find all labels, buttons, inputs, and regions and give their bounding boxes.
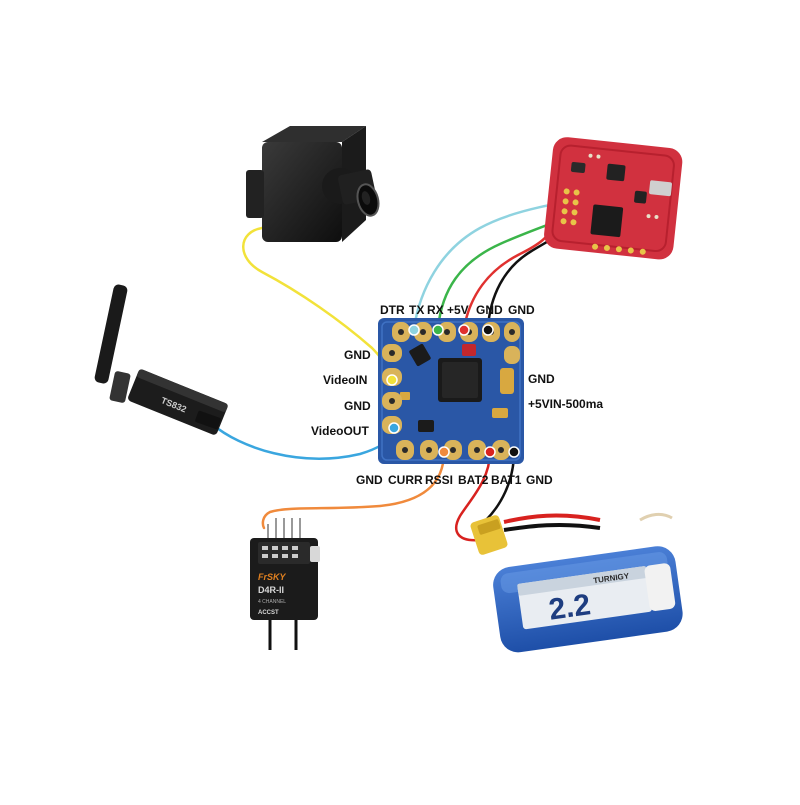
pin-bat-gnd-dot: [508, 446, 520, 458]
video-transmitter-icon: TS832: [94, 284, 228, 435]
pin-label-video-out: VideoOUT: [311, 424, 369, 438]
pin-rssi-dot: [438, 446, 450, 458]
pin-label-gnd-left-1: GND: [344, 348, 371, 362]
lipo-battery-icon: 2.2 TURNIGY: [470, 512, 683, 653]
pin-label-gnd-left-2: GND: [344, 399, 371, 413]
pin-label-gnd-top-1: GND: [476, 303, 503, 317]
wire-rssi: [261, 450, 446, 530]
pin-label-gnd-bottom-1: GND: [356, 473, 383, 487]
pin-video-in-dot: [386, 374, 398, 386]
pin-label-curr: CURR: [388, 473, 423, 487]
receiver-brand: FrSKY: [258, 572, 287, 582]
pin-label-5vin: +5VIN-500ma: [528, 397, 604, 411]
battery-capacity: 2.2: [547, 588, 593, 626]
pin-label-5v: +5V: [447, 303, 469, 317]
rc-receiver-icon: FrSKY D4R-II 4 CHANNEL ACCST: [250, 518, 320, 650]
receiver-tag: ACCST: [258, 610, 279, 616]
pin-video-out-dot: [388, 422, 400, 434]
flight-controller-icon: [544, 137, 683, 260]
pin-label-bat2: BAT2: [458, 473, 489, 487]
pin-label-video-in: VideoIN: [323, 373, 368, 387]
minimosd-board-icon: [378, 318, 524, 464]
pin-label-gnd-top-2: GND: [508, 303, 535, 317]
pin-label-bat1: BAT1: [491, 473, 522, 487]
pin-label-rx: RX: [427, 303, 444, 317]
pin-dtr-dot: [408, 324, 420, 336]
pin-gnd-dot: [482, 324, 494, 336]
camera-icon: [246, 126, 380, 242]
pin-label-rssi: RSSI: [425, 473, 454, 487]
pin-label-gnd-bottom-2: GND: [526, 473, 553, 487]
wire-battery-pos: [455, 450, 492, 542]
pin-label-gnd-right: GND: [528, 372, 555, 386]
pin-rx-dot: [432, 324, 444, 336]
pin-label-tx: TX: [409, 303, 425, 317]
pin-bat1-dot: [484, 446, 496, 458]
receiver-subtitle: 4 CHANNEL: [258, 599, 286, 605]
receiver-model: D4R-II: [258, 585, 284, 595]
pin-5v-dot: [458, 324, 470, 336]
pin-label-dtr: DTR: [380, 303, 405, 317]
